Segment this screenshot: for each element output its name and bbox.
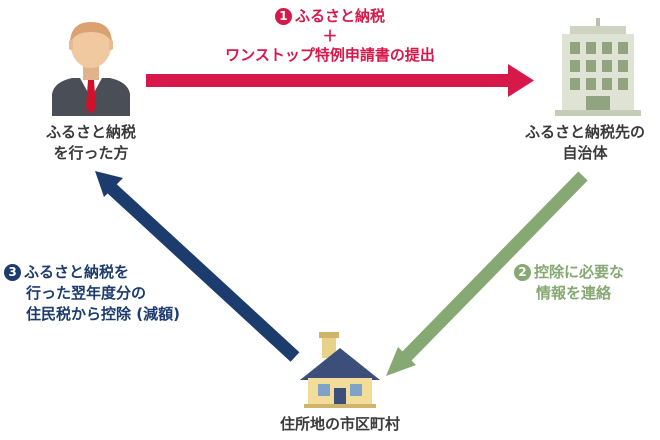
step1-plus: ＋ [322, 27, 338, 45]
step2-text1: 控除に必要な [534, 263, 625, 281]
residence-label: 住所地の市区町村 [279, 415, 400, 433]
municipality-label-line1: ふるさと納税先の [524, 123, 645, 141]
municipality-label: ふるさと納税先の 自治体 [515, 122, 655, 164]
arrow-step3 [95, 171, 300, 362]
office-building-icon [555, 18, 641, 116]
step3-text2: 行った翌年度分の [26, 284, 147, 302]
step3-number-badge: 3 [4, 264, 21, 281]
arrow-step2 [386, 171, 588, 376]
municipality-label-line2: 自治体 [562, 144, 608, 162]
house-icon [300, 332, 380, 408]
step2-text2: 情報を連絡 [536, 284, 612, 302]
businessman-icon [52, 22, 130, 116]
step2-number-badge: 2 [514, 264, 531, 281]
step3-text3: 住民税から控除 (減額) [26, 305, 180, 323]
step3-text1: ふるさと納税を [24, 263, 130, 281]
person-label-line1: ふるさと納税 [45, 123, 136, 141]
step1-number-badge: 1 [274, 8, 292, 25]
person-label-line2: を行った方 [53, 144, 129, 162]
step1-text2: ワンストップ特例申請書の提出 [225, 46, 435, 64]
arrow-step1 [146, 64, 534, 97]
person-label: ふるさと納税 を行った方 [30, 122, 152, 164]
step1-text1: ふるさと納税 [294, 7, 385, 25]
